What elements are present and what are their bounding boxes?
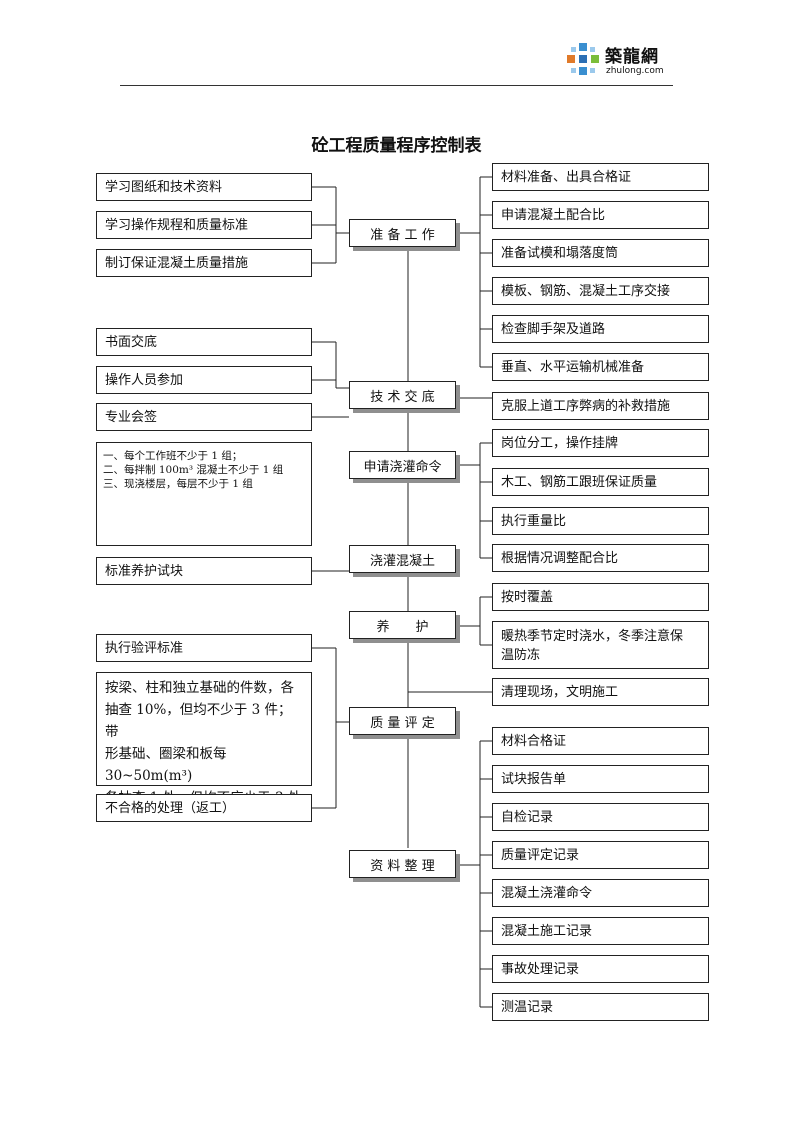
left-sign-item: 专业会签 [96, 403, 312, 431]
right-cure-item: 暖热季节定时浇水，冬季注意保 温防冻 [492, 621, 709, 669]
right-pour-item: 木工、钢筋工跟班保证质量 [492, 468, 709, 496]
right-clean-item: 清理现场，文明施工 [492, 678, 709, 706]
right-doc-item: 试块报告单 [492, 765, 709, 793]
left-eval-item: 按梁、柱和独立基础的件数，各 抽查 10%，但均不少于 3 件；带 形基础、圈梁… [96, 672, 312, 806]
node-technical-briefing: 技 术 交 底 [349, 381, 456, 409]
node-quality-evaluation: 质 量 评 定 [349, 707, 456, 735]
node-documentation: 资 料 整 理 [349, 850, 456, 878]
node-pour-request: 申请浇灌命令 [349, 451, 456, 479]
logo-icon [567, 43, 599, 75]
page-title: 砼工程质量程序控制表 [311, 136, 482, 156]
right-cure-item: 按时覆盖 [492, 583, 709, 611]
right-doc-item: 测温记录 [492, 993, 709, 1021]
right-pour-item: 执行重量比 [492, 507, 709, 535]
right-prep-item: 垂直、水平运输机械准备 [492, 353, 709, 381]
right-prep-item: 检查脚手架及道路 [492, 315, 709, 343]
left-tech-item: 书面交底 [96, 328, 312, 356]
logo-url: zhulong.com [606, 66, 664, 76]
node-pour-concrete: 浇灌混凝土 [349, 545, 456, 573]
left-prep-item: 制订保证混凝土质量措施 [96, 249, 312, 277]
right-prep-item: 模板、钢筋、混凝土工序交接 [492, 277, 709, 305]
right-doc-item: 事故处理记录 [492, 955, 709, 983]
right-doc-item: 自检记录 [492, 803, 709, 831]
node-preparation: 准 备 工 作 [349, 219, 456, 247]
right-doc-item: 质量评定记录 [492, 841, 709, 869]
left-prep-item: 学习图纸和技术资料 [96, 173, 312, 201]
header-rule [120, 85, 673, 86]
left-eval-item: 不合格的处理（返工） [96, 794, 312, 822]
right-tech-item: 克服上道工序弊病的补救措施 [492, 392, 709, 420]
right-prep-item: 准备试模和塌落度筒 [492, 239, 709, 267]
right-doc-item: 混凝土施工记录 [492, 917, 709, 945]
node-curing: 养 护 [349, 611, 456, 639]
left-cure-test: 标准养护试块 [96, 557, 312, 585]
right-pour-item: 岗位分工，操作挂牌 [492, 429, 709, 457]
left-test-rules: 一、每个工作班不少于 1 组； 二、每拌制 100m³ 混凝土不少于 1 组 三… [96, 442, 312, 546]
left-tech-item: 操作人员参加 [96, 366, 312, 394]
right-prep-item: 申请混凝土配合比 [492, 201, 709, 229]
logo-name: 築龍網 [605, 47, 659, 67]
right-doc-item: 材料合格证 [492, 727, 709, 755]
right-pour-item: 根据情况调整配合比 [492, 544, 709, 572]
left-eval-item: 执行验评标准 [96, 634, 312, 662]
right-prep-item: 材料准备、出具合格证 [492, 163, 709, 191]
right-doc-item: 混凝土浇灌命令 [492, 879, 709, 907]
left-prep-item: 学习操作规程和质量标准 [96, 211, 312, 239]
